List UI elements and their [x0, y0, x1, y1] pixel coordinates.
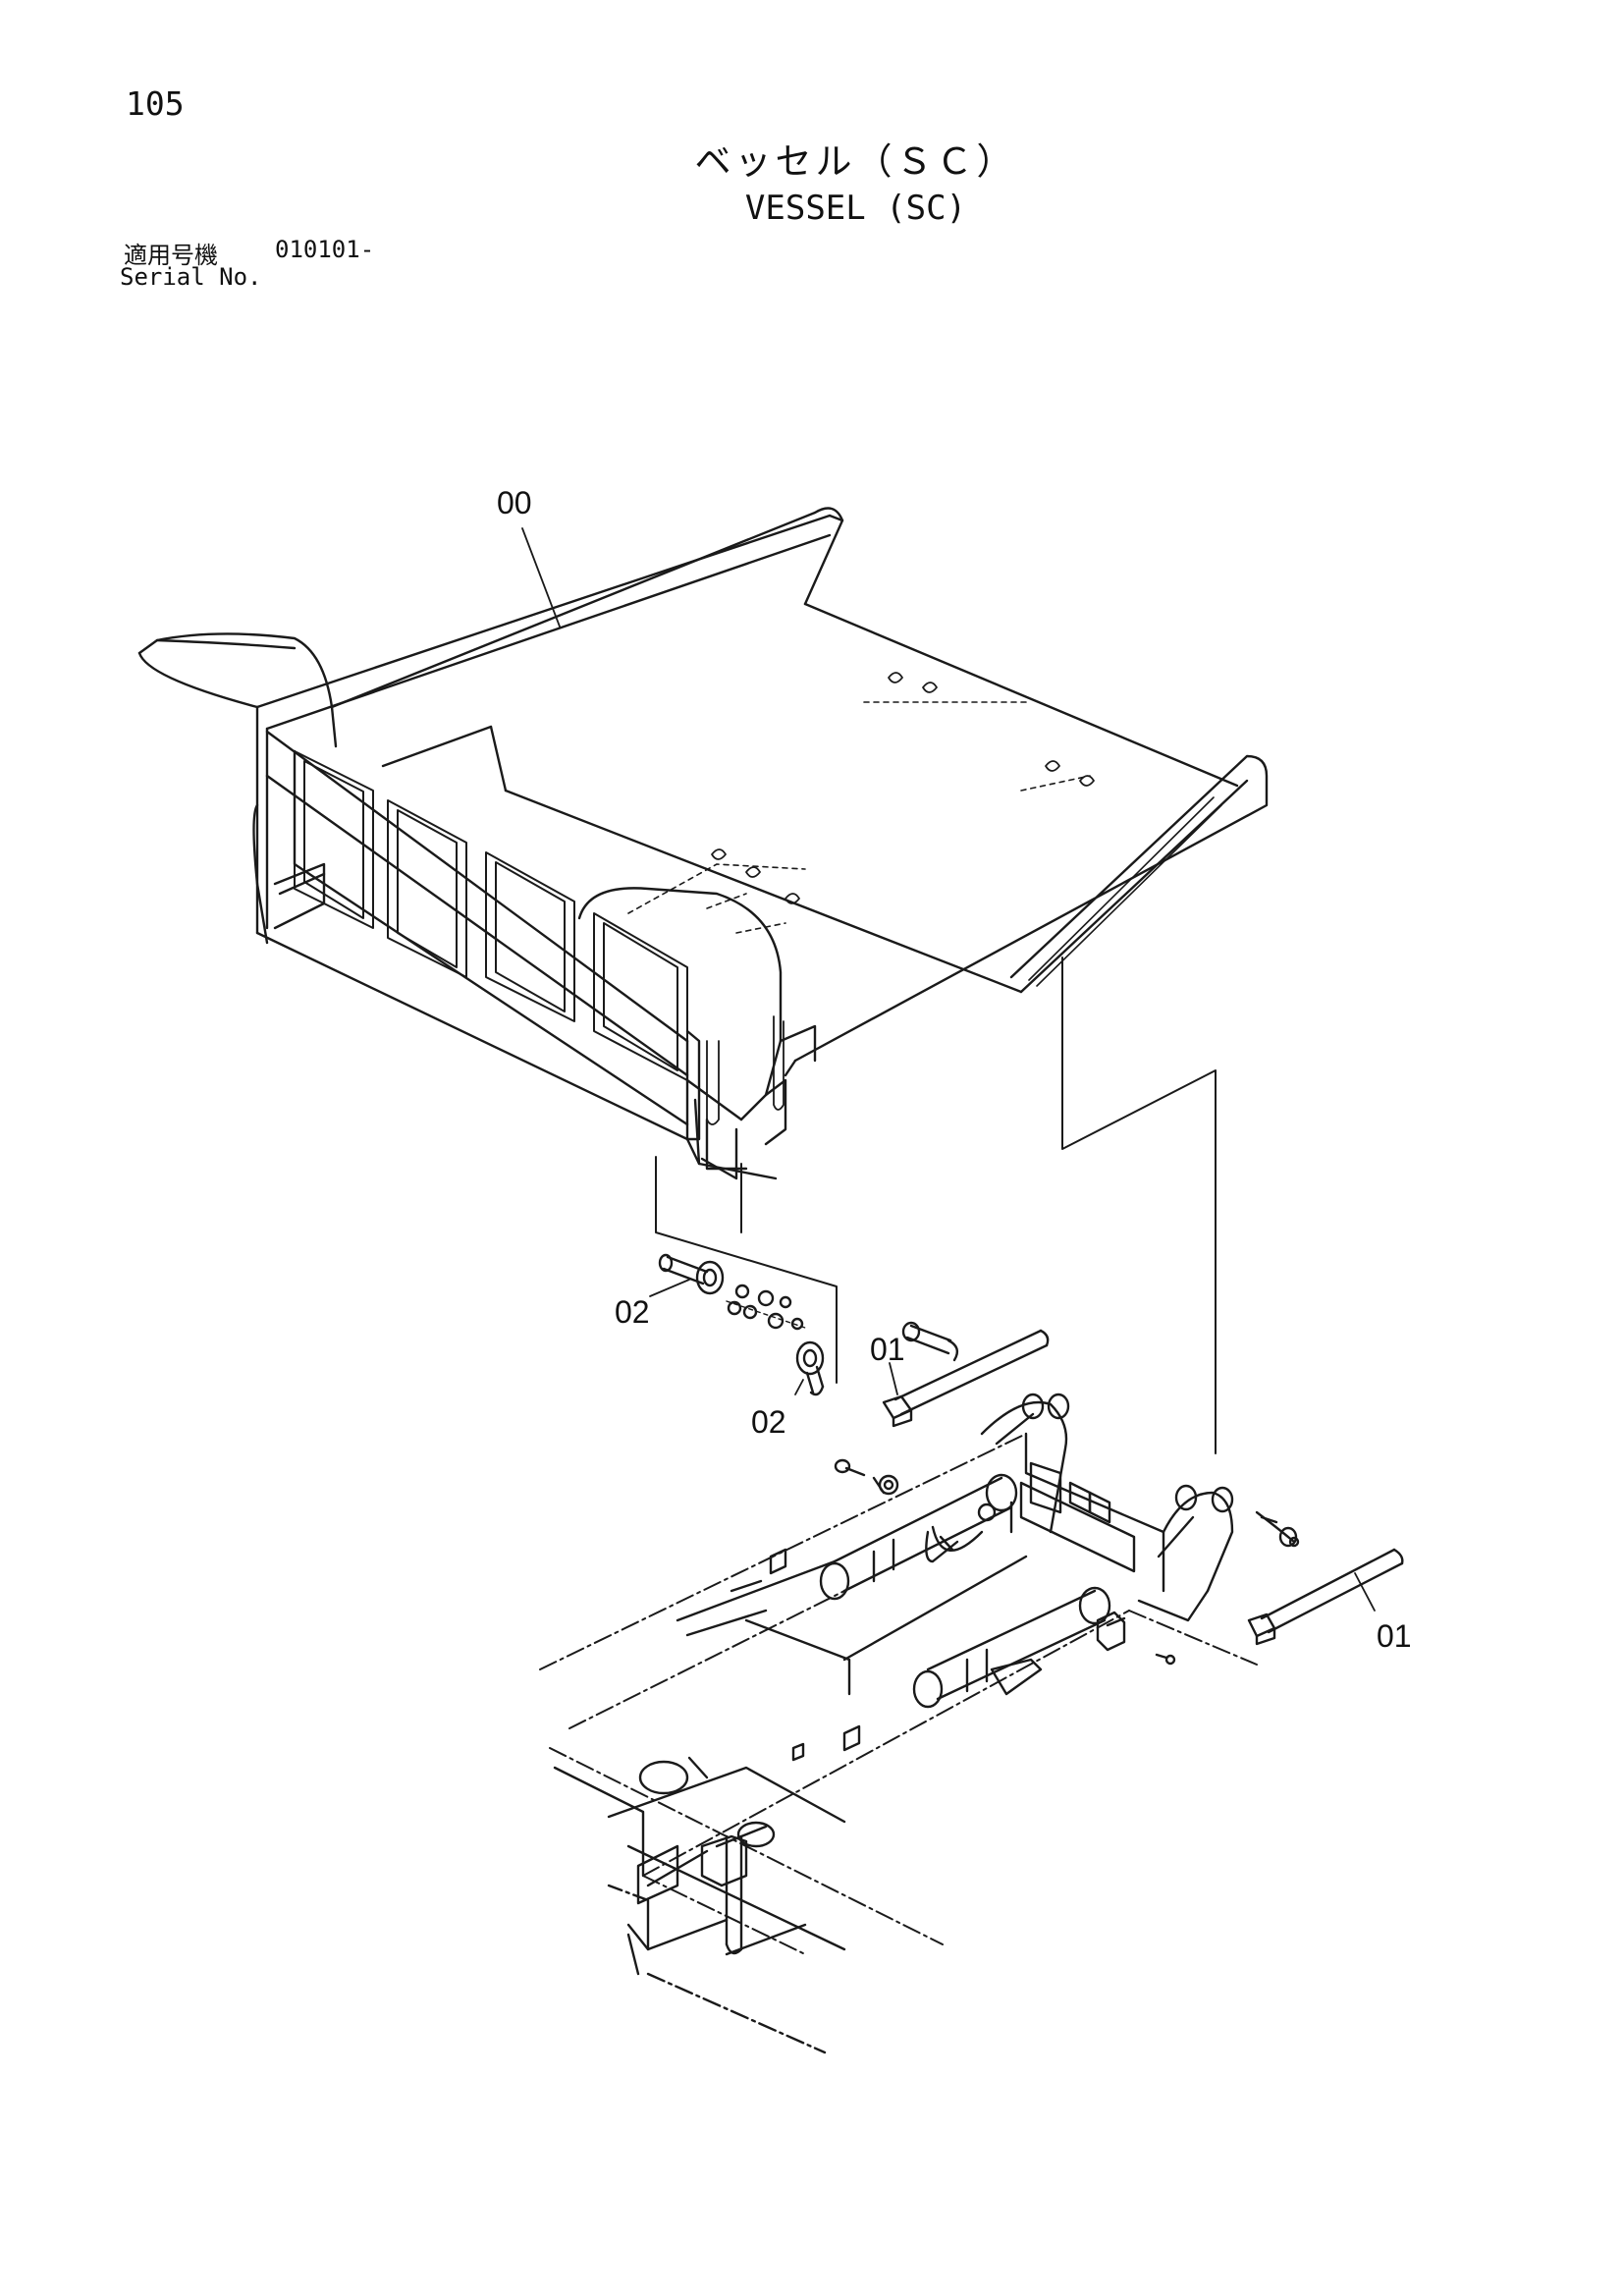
page-title-english: VESSEL (SC) [744, 189, 967, 228]
base-frame [539, 1393, 1300, 2054]
hinge-pin-detail [655, 1156, 838, 1396]
assembly-guide-line [1061, 957, 1217, 1454]
callout-02-lower: 02 [751, 1404, 786, 1440]
leader-line-01a [889, 1362, 898, 1395]
pivot-pin-upper [882, 1321, 1050, 1428]
leader-line-02a [649, 1279, 690, 1297]
callout-00: 00 [497, 485, 532, 520]
leader-line-00 [521, 527, 561, 628]
leader-line-02b [794, 1379, 804, 1395]
page-number: 105 [126, 84, 185, 123]
serial-label-english: Serial No. [120, 263, 262, 291]
vessel-body [137, 507, 1269, 1180]
serial-label-japanese: 適用号機 [124, 242, 218, 269]
serial-number-value: 010101- [275, 236, 375, 263]
callout-01-upper: 01 [870, 1332, 905, 1367]
callout-01-lower: 01 [1377, 1618, 1412, 1654]
page-title-japanese: ベッセル（ＳＣ） [694, 140, 1017, 183]
callout-02-upper: 02 [615, 1294, 650, 1330]
leader-line-01b [1354, 1572, 1376, 1612]
pivot-pin-lower [1247, 1548, 1404, 1646]
